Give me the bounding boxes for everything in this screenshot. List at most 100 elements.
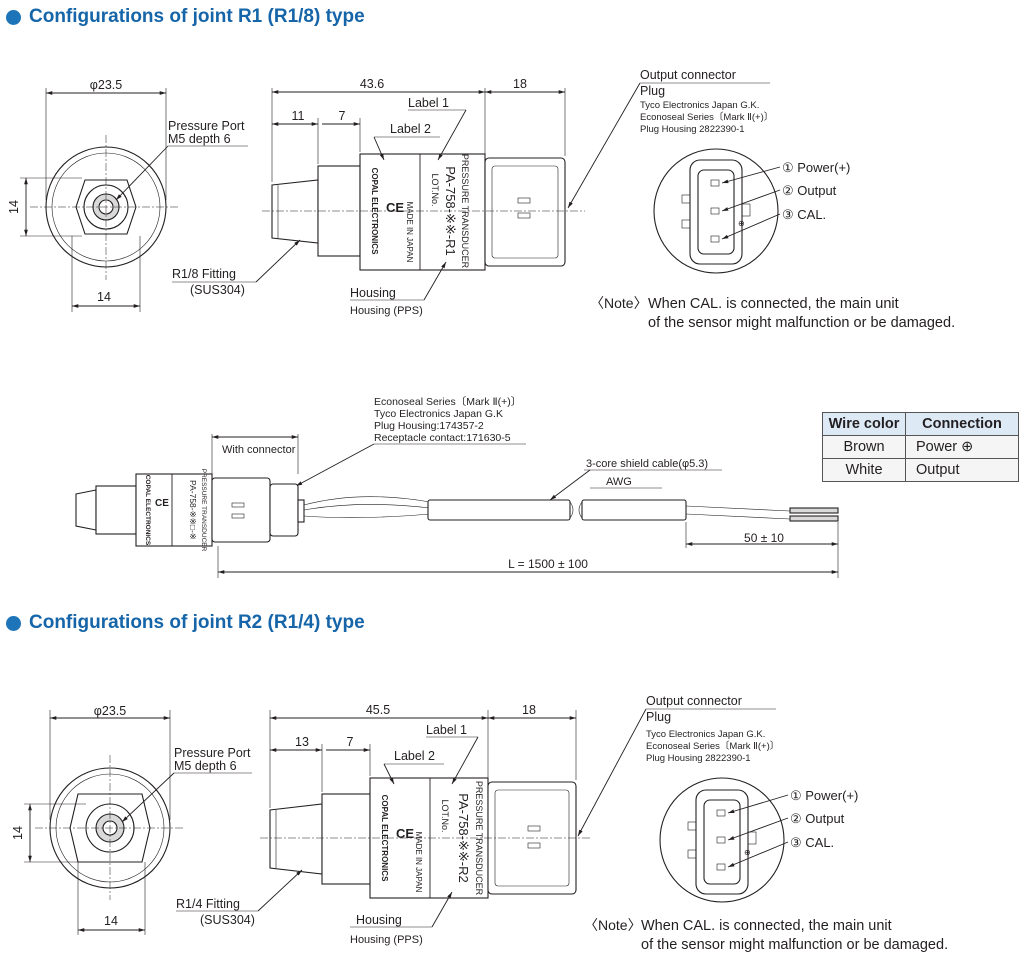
cable-plug-housing: Plug Housing:174357-2 — [374, 420, 484, 432]
r2-plug-housing: Plug Housing 2822390-1 — [646, 753, 751, 764]
cable-body-text-2: PA-758-※※□-※ — [188, 480, 198, 540]
r1-out-conn: Output connector — [640, 68, 736, 82]
r2-note-label: 〈Note〉 — [584, 917, 642, 933]
r1-made-in: MADE IN JAPAN — [405, 202, 414, 263]
r2-side-view: CE COPAL ELECTRONICS MADE IN JAPAN PRESS… — [176, 703, 592, 946]
r1-econo: Econoseal Series〔Mark Ⅱ(+)〕 — [640, 111, 773, 123]
r2-housing-2: Housing (PPS) — [350, 934, 423, 946]
r2-label1: Label 1 — [426, 723, 467, 737]
r1-fitting-1: R1/8 Fitting — [172, 267, 236, 281]
r2-fitting-1: R1/4 Fitting — [176, 897, 240, 911]
svg-text:⊕: ⊕ — [744, 848, 751, 857]
r2-note-1: When CAL. is connected, the main unit — [641, 918, 892, 934]
cable-dim-L: L = 1500 ± 100 — [508, 557, 588, 571]
r2-econo: Econoseal Series〔Mark Ⅱ(+)〕 — [646, 740, 779, 752]
r1-note-1: When CAL. is connected, the main unit — [648, 296, 899, 312]
r2-pin1: ① Power(+) — [790, 788, 858, 803]
cable-with-conn: With connector — [222, 444, 296, 456]
r1-pressure-port-1: Pressure Port — [168, 119, 245, 133]
r1-side-view: CE COPAL ELECTRONICS MADE IN JAPAN PRESS… — [172, 77, 585, 317]
cable-brand: COPAL ELECTRONICS — [144, 475, 151, 546]
r2-note-2: of the sensor might malfunction or be da… — [641, 937, 948, 953]
cable-body-text-1: PRESSURE TRANSDUCER — [200, 469, 207, 552]
r1-housing-1: Housing — [350, 286, 396, 300]
cable-shield: 3-core shield cable(φ5.3) — [586, 458, 708, 470]
r2-dim-13: 13 — [295, 735, 309, 749]
r1-body-text-2: PA-758-※※-R1 — [443, 166, 458, 255]
r2-pressure-port-1: Pressure Port — [174, 746, 251, 760]
r2-dim-dia: φ23.5 — [94, 704, 126, 718]
table-cell: White — [822, 458, 906, 482]
r2-out-conn: Output connector — [646, 694, 742, 708]
cable-receptacle: Receptacle contact:171630-5 — [374, 432, 511, 444]
r2-tyco: Tyco Electronics Japan G.K. — [646, 729, 765, 740]
section-title-r1: Configurations of joint R1 (R1/8) type — [6, 6, 365, 28]
r1-dim-total: 43.6 — [360, 77, 384, 91]
r1-plug: Plug — [640, 84, 665, 98]
r2-label2: Label 2 — [394, 749, 435, 763]
bullet-icon — [6, 9, 21, 25]
svg-text:⊕: ⊕ — [738, 219, 745, 228]
r1-pressure-port-2: M5 depth 6 — [168, 132, 231, 146]
r1-pin2: ② Output — [782, 183, 837, 198]
r2-body-text-3: LOT.No. — [440, 799, 450, 832]
wire-color-table: Wire color Connection Brown Power ⊕ Whit… — [822, 412, 1019, 482]
r1-body-text-3: LOT.No. — [430, 173, 440, 206]
r2-dim-total: 45.5 — [366, 703, 390, 717]
bullet-icon — [6, 615, 21, 631]
r1-note-label: 〈Note〉 — [590, 295, 648, 311]
r1-dim-conn: 18 — [513, 77, 527, 91]
r1-fitting-2: (SUS304) — [190, 283, 245, 297]
r2-dim-14v: 14 — [11, 826, 25, 840]
r2-body-text-2: PA-758-※※-R2 — [456, 793, 471, 882]
r2-brand: COPAL ELECTRONICS — [380, 795, 389, 882]
r1-dim-14v: 14 — [7, 200, 21, 214]
r1-front-view: φ23.5 14 14 Pressure Port M5 depth 6 — [7, 78, 248, 312]
r1-dim-dia: φ23.5 — [90, 78, 122, 92]
table-header: Connection — [905, 412, 1019, 436]
r2-front-view: φ23.5 14 14 Pressure Port M5 depth 6 — [11, 704, 252, 935]
r2-pin3: ③ CAL. — [790, 835, 834, 850]
r2-body-text-1: PRESSURE TRANSDUCER — [474, 781, 484, 896]
r1-connector-view: Output connector Plug Tyco Electronics J… — [567, 68, 955, 331]
table-header: Wire color — [822, 412, 906, 436]
r2-pressure-port-2: M5 depth 6 — [174, 759, 237, 773]
r1-note-2: of the sensor might malfunction or be da… — [648, 315, 955, 331]
r2-fitting-2: (SUS304) — [200, 913, 255, 927]
r1-dim-11: 11 — [292, 109, 305, 123]
r1-ce: CE — [386, 200, 404, 215]
table-cell: Power ⊕ — [905, 435, 1019, 459]
cable-econo: Econoseal Series〔Mark Ⅱ(+)〕 — [374, 395, 521, 408]
cable-tyco: Tyco Electronics Japan G.K — [374, 408, 503, 420]
r1-label2: Label 2 — [390, 122, 431, 136]
r1-plug-housing: Plug Housing 2822390-1 — [640, 124, 745, 135]
r1-pin1: ① Power(+) — [782, 160, 850, 175]
r2-dim-conn: 18 — [522, 703, 536, 717]
table-cell: Brown — [822, 435, 906, 459]
r2-dim-14h: 14 — [104, 914, 118, 928]
r2-made-in: MADE IN JAPAN — [414, 832, 423, 893]
cable-awg: AWG — [606, 476, 632, 488]
table-row: Brown Power ⊕ — [822, 435, 1019, 459]
r2-ce: CE — [396, 826, 414, 841]
r2-plug: Plug — [646, 710, 671, 724]
cable-view: Econoseal Series〔Mark Ⅱ(+)〕 Tyco Electro… — [75, 395, 839, 578]
r1-body-text-1: PRESSURE TRANSDUCER — [460, 154, 470, 269]
table-row: White Output — [822, 458, 1019, 482]
r2-pin2: ② Output — [790, 811, 845, 826]
cable-ce: CE — [155, 498, 169, 509]
r1-pin3: ③ CAL. — [782, 207, 826, 222]
r2-dim-7: 7 — [347, 735, 354, 749]
r1-dim-14h: 14 — [97, 290, 111, 304]
cable-dim-50: 50 ± 10 — [744, 531, 784, 545]
r1-label1: Label 1 — [408, 96, 449, 110]
table-cell: Output — [905, 458, 1019, 482]
section-title-r2: Configurations of joint R2 (R1/4) type — [6, 612, 365, 634]
r1-brand: COPAL ELECTRONICS — [370, 168, 379, 255]
r1-housing-2: Housing (PPS) — [350, 305, 423, 317]
r2-housing-1: Housing — [356, 913, 402, 927]
r2-connector-view: Output connector Plug Tyco Electronics J… — [577, 694, 948, 953]
r1-tyco: Tyco Electronics Japan G.K. — [640, 100, 759, 111]
r1-dim-7: 7 — [339, 109, 346, 123]
